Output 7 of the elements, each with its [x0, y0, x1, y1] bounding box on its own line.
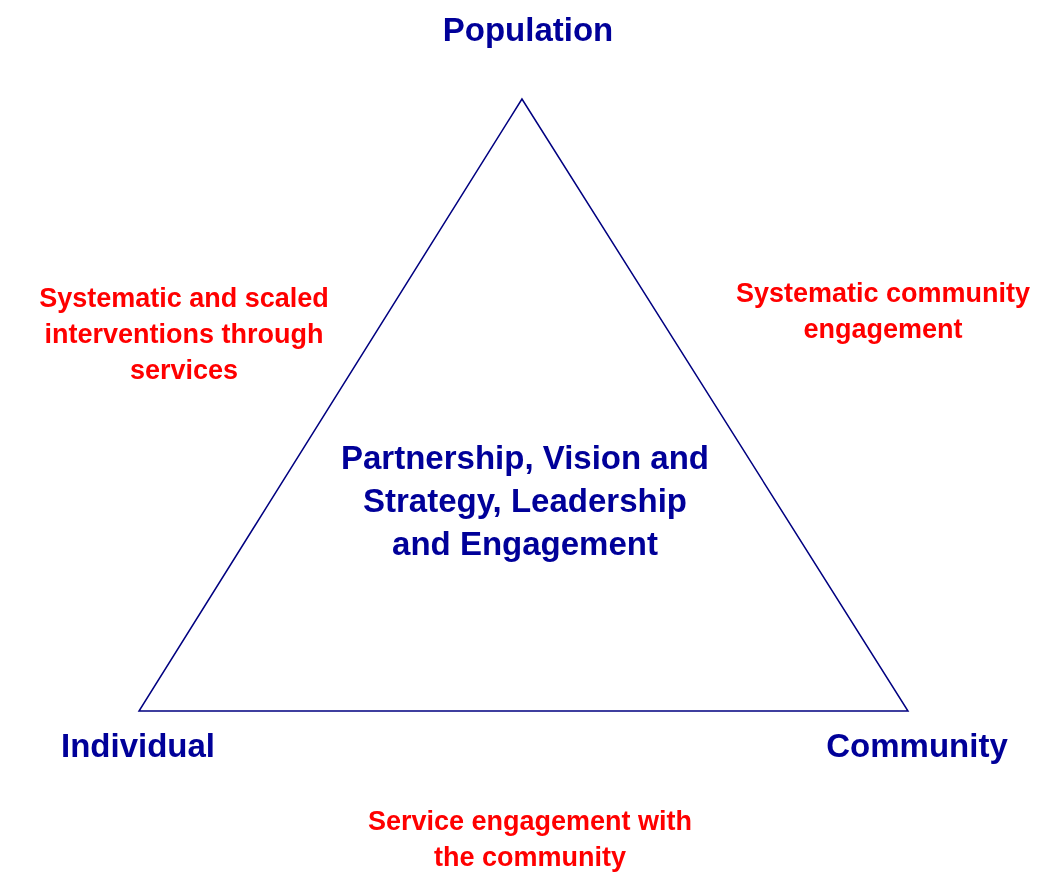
- center-text: Partnership, Vision and Strategy, Leadership and Engagement: [340, 438, 710, 564]
- side-label: Systematic community engagement: [734, 277, 1032, 346]
- corner-label: Community: [825, 727, 1009, 765]
- corner-label: Population: [441, 11, 615, 49]
- corner-label: Individual: [60, 727, 216, 765]
- side-label: Service engagement with the community: [366, 805, 694, 874]
- side-label: Systematic and scaled interventions through services: [38, 282, 330, 387]
